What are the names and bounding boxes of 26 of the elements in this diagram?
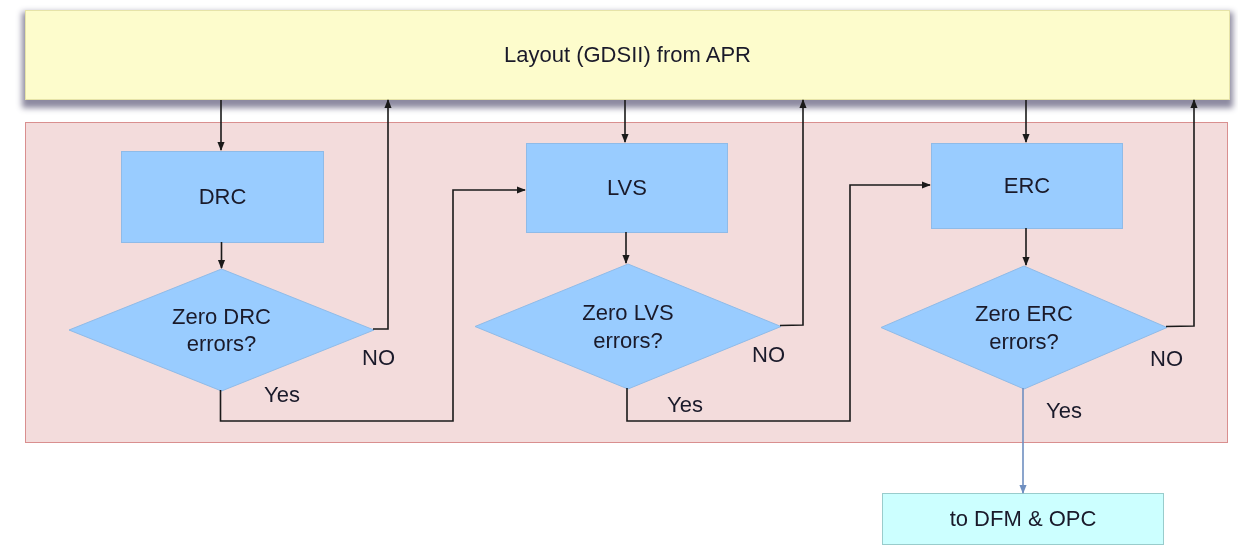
node-label: ERC xyxy=(1003,172,1051,200)
process-box xyxy=(882,493,1164,545)
process-box xyxy=(25,10,1230,100)
node-label: Zero LVS errors? xyxy=(581,299,675,354)
arrow xyxy=(217,241,226,269)
node-label: Layout (GDSII) from APR xyxy=(504,41,751,69)
arrow xyxy=(372,99,392,330)
arrow xyxy=(1019,387,1027,494)
arrow xyxy=(219,186,526,422)
node-label: Zero ERC errors? xyxy=(974,300,1074,355)
arrow xyxy=(622,231,630,264)
node-label: Zero DRC errors? xyxy=(171,302,272,358)
node-label: to DFM & OPC xyxy=(949,505,1097,533)
arrow xyxy=(217,99,225,151)
process-box xyxy=(121,151,324,243)
arrow xyxy=(779,99,807,327)
node-label: DRC xyxy=(198,183,247,211)
process-box xyxy=(931,143,1123,229)
arrow xyxy=(1022,99,1030,143)
arrow xyxy=(1022,227,1030,266)
arrow xyxy=(1165,99,1198,328)
node-label: LVS xyxy=(607,174,647,202)
process-box xyxy=(526,143,728,233)
arrow xyxy=(626,181,931,422)
arrow xyxy=(621,99,629,143)
group-panel xyxy=(25,122,1228,443)
